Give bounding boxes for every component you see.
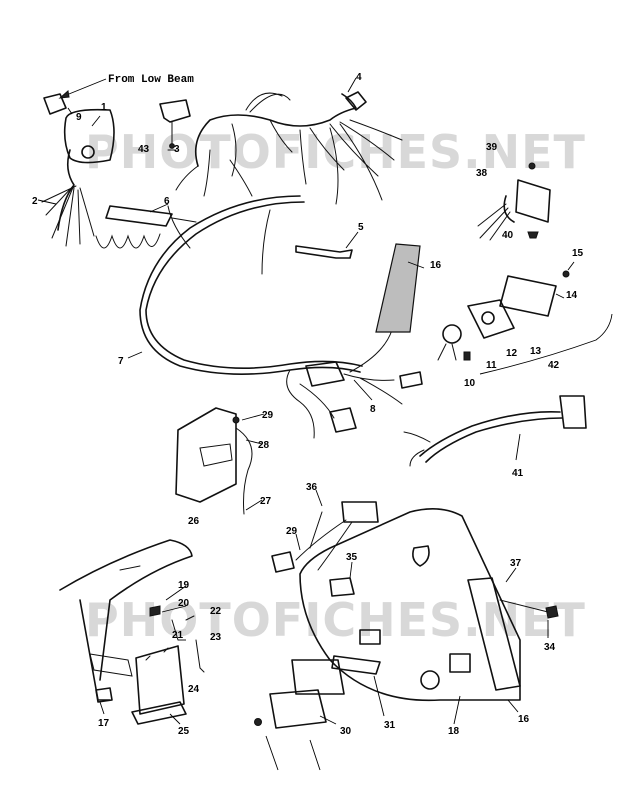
callout-24: 24 (188, 684, 200, 695)
decal-16 (375, 243, 421, 333)
callout-5: 5 (358, 222, 364, 233)
callout-10: 10 (464, 378, 476, 389)
leader-lines (37, 77, 575, 771)
part-5 (295, 245, 353, 259)
callout-16-top: 16 (430, 260, 442, 271)
harness-41 (403, 395, 587, 467)
callout-31: 31 (384, 720, 396, 731)
frame-section (59, 539, 205, 703)
callout-39: 39 (486, 142, 498, 153)
callout-28: 28 (258, 440, 270, 451)
callout-30: 30 (340, 726, 352, 737)
callout-2: 2 (32, 196, 38, 207)
callout-27: 27 (260, 496, 272, 507)
callout-8: 8 (370, 404, 376, 415)
switch-3 (159, 99, 191, 151)
callout-40: 40 (502, 230, 514, 241)
callout-1: 1 (101, 102, 107, 113)
tail-light-assembly-38 (477, 162, 551, 241)
harness-upper-4 (175, 91, 403, 205)
callout-4: 4 (356, 72, 362, 83)
headlight-assembly (41, 93, 115, 247)
bracket-42 (479, 313, 613, 375)
from-low-beam-note: From Low Beam (108, 74, 194, 86)
callout-12: 12 (506, 348, 518, 359)
callout-23: 23 (210, 632, 222, 643)
callout-17: 17 (98, 718, 110, 729)
callout-19: 19 (178, 580, 190, 591)
arrowhead-icon (58, 90, 70, 99)
callout-21: 21 (172, 630, 184, 641)
callout-6: 6 (164, 196, 170, 207)
callout-3: 3 (174, 144, 180, 155)
callout-26: 26 (188, 516, 200, 527)
callout-14: 14 (566, 290, 578, 301)
watermark-top: PHOTOFICHES.NET (85, 125, 586, 179)
callout-43: 43 (138, 144, 150, 155)
taillight-housing (437, 270, 570, 361)
callout-38: 38 (476, 168, 488, 179)
callout-35: 35 (346, 552, 358, 563)
callout-18: 18 (448, 726, 460, 737)
callout-11: 11 (486, 360, 497, 371)
callout-labels: 1 9 43 3 4 2 6 5 16 39 38 40 15 14 12 13… (32, 72, 584, 737)
callout-29-top: 29 (262, 410, 274, 421)
callout-7: 7 (118, 356, 124, 367)
callout-20: 20 (178, 598, 190, 609)
callout-22: 22 (210, 606, 222, 617)
callout-16-bottom: 16 (518, 714, 530, 725)
callout-42: 42 (548, 360, 560, 371)
battery-24 (131, 645, 187, 725)
relay-36 (271, 501, 379, 573)
terminal-block-6 (95, 205, 197, 249)
callout-25: 25 (178, 726, 190, 737)
bracket-30 (254, 655, 381, 729)
callout-34: 34 (544, 642, 556, 653)
relay-assembly-26 (175, 407, 253, 515)
callout-41: 41 (512, 468, 524, 479)
callout-13: 13 (530, 346, 542, 357)
callout-15: 15 (572, 248, 584, 259)
from-low-beam-arrow (63, 78, 107, 97)
mounting-plate-18 (299, 508, 559, 702)
callout-36: 36 (306, 482, 318, 493)
callout-9: 9 (76, 112, 82, 123)
connector-8 (286, 329, 423, 439)
callout-37: 37 (510, 558, 522, 569)
main-harness-7 (139, 195, 363, 375)
callout-29-mid: 29 (286, 526, 298, 537)
